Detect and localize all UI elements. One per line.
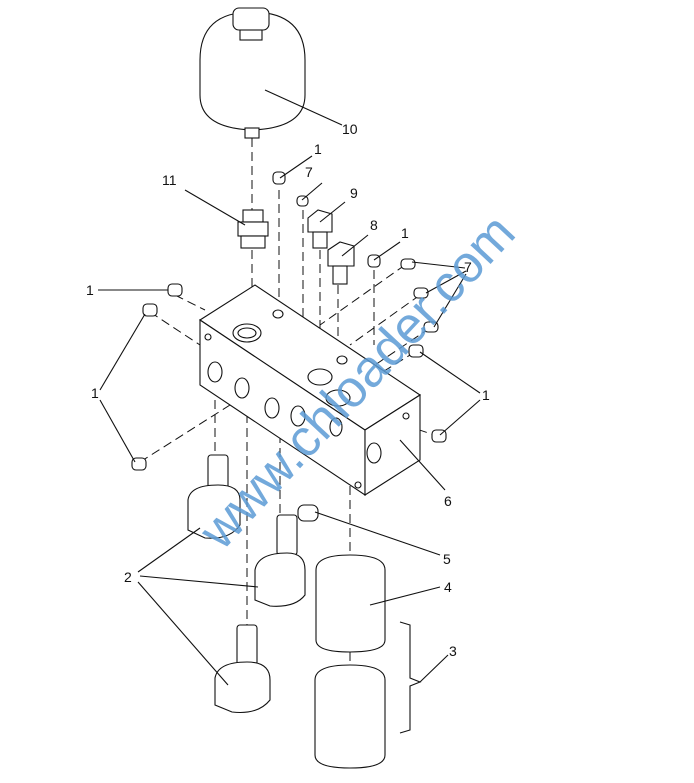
- label-plug-left: 1: [91, 385, 99, 401]
- leader-lines: [98, 89, 481, 686]
- label-filter: 4: [444, 579, 452, 595]
- filters: [314, 554, 422, 769]
- adapter-fitting: [237, 209, 269, 249]
- accumulator: [199, 7, 306, 139]
- label-adapter: 11: [162, 172, 177, 188]
- label-accumulator: 10: [342, 121, 358, 137]
- label-block: 6: [444, 493, 452, 509]
- label-plug-top: 1: [314, 141, 322, 157]
- label-valve-8: 8: [370, 217, 378, 233]
- label-valve-9: 9: [350, 185, 358, 201]
- label-fitting-top: 7: [305, 164, 313, 180]
- label-fittings-right: 7: [464, 259, 472, 275]
- label-plugs-right: 1: [482, 387, 490, 403]
- label-filter-group: 3: [449, 643, 457, 659]
- label-plug-5: 5: [443, 551, 451, 567]
- check-valves: [307, 209, 355, 285]
- solenoid-valves: [187, 454, 306, 714]
- label-solenoid-valves: 2: [124, 569, 132, 585]
- label-plug-left-top: 1: [86, 282, 94, 298]
- label-plug-mid: 1: [401, 225, 409, 241]
- manifold-block: [198, 284, 422, 497]
